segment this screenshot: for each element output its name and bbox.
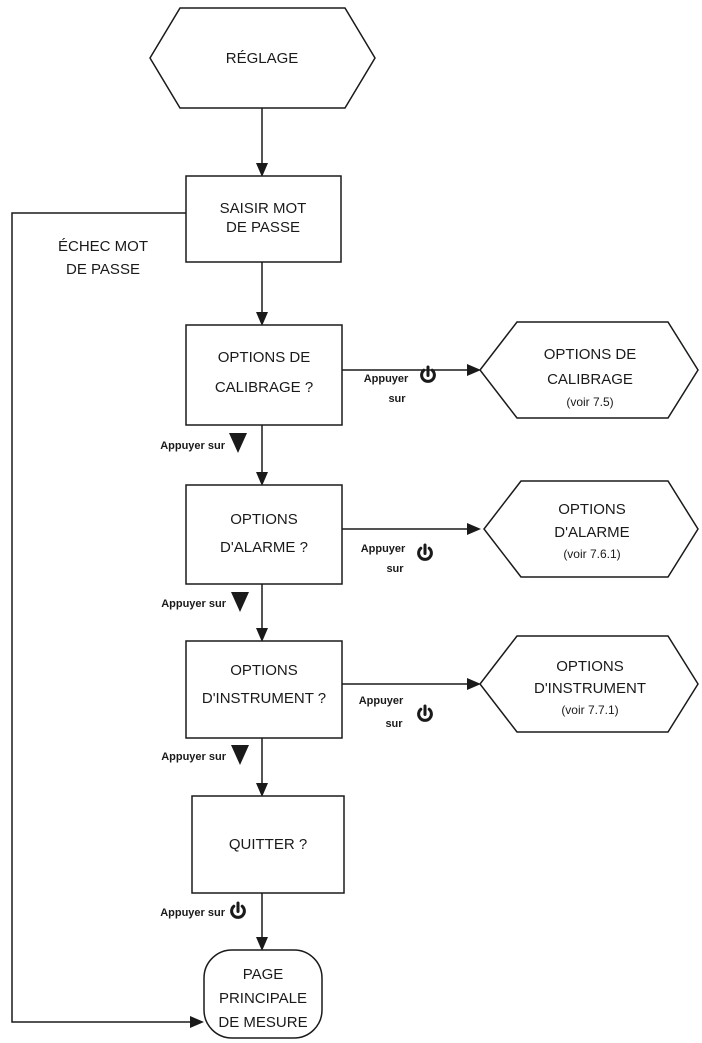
power-icon: [417, 704, 433, 722]
echec-line-2: DE PASSE: [66, 261, 140, 278]
echec-mot-de-passe-label: ÉCHEC MOT DE PASSE: [58, 238, 148, 278]
arrowhead-alarm: [256, 472, 268, 486]
press-power-label-quitter: Appuyer sur: [160, 901, 246, 919]
node-page-line-1: PAGE: [243, 966, 284, 983]
power-icon: [230, 901, 246, 919]
node-calib-opt-ref: (voir 7.5): [566, 395, 613, 409]
node-reglage-label: RÉGLAGE: [226, 50, 299, 67]
node-alarm-opt-line-1: OPTIONS: [558, 501, 626, 518]
node-page-line-3: DE MESURE: [218, 1014, 307, 1031]
press-power-label-alarme: Appuyer sur: [361, 543, 433, 575]
press-power-instr-line-2: sur: [385, 718, 403, 730]
press-down-label-3: Appuyer sur: [161, 745, 249, 765]
press-power-calib-line-2: sur: [388, 393, 406, 405]
arrowhead-page: [256, 937, 268, 951]
node-page-principale-de-mesure: PAGE PRINCIPALE DE MESURE: [203, 949, 323, 1039]
press-power-instr-line-1: Appuyer: [359, 695, 404, 707]
power-icon: [417, 543, 433, 561]
arrowhead-alarm-option: [467, 523, 481, 535]
node-instr-q-line-1: OPTIONS: [230, 662, 298, 679]
power-icon: [420, 365, 436, 383]
node-quitter-question: QUITTER ?: [191, 795, 345, 894]
arrowhead-calib-option: [467, 364, 481, 376]
arrowhead-calib: [256, 312, 268, 326]
node-instr-q-line-2: D'INSTRUMENT ?: [202, 690, 326, 707]
node-calib-q-line-1: OPTIONS DE: [218, 349, 311, 366]
arrowhead-quitter: [256, 783, 268, 797]
connector-echec-loop: [11, 212, 192, 1023]
node-alarm-q-line-2: D'ALARME ?: [220, 539, 308, 556]
node-saisir-mot-de-passe: SAISIR MOT DE PASSE: [185, 175, 342, 263]
node-options-instrument-question: OPTIONS D'INSTRUMENT ?: [185, 640, 343, 739]
node-options-calibrage-question: OPTIONS DE CALIBRAGE ?: [185, 324, 343, 426]
node-alarm-opt-line-2: D'ALARME: [554, 524, 629, 541]
node-instr-opt-ref: (voir 7.7.1): [561, 703, 618, 717]
press-down-label-2: Appuyer sur: [161, 592, 249, 612]
arrowheads: [190, 163, 481, 1028]
node-calib-opt-line-1: OPTIONS DE: [544, 346, 637, 363]
press-power-alarm-line-1: Appuyer: [361, 543, 406, 555]
connectors: [11, 108, 470, 1023]
down-triangle-icon: [229, 433, 247, 453]
arrowhead-instr: [256, 628, 268, 642]
down-triangle-icon: [231, 745, 249, 765]
arrowhead-echec-page: [190, 1016, 204, 1028]
node-instr-opt-line-1: OPTIONS: [556, 658, 624, 675]
press-power-label-calibrage: Appuyer sur: [364, 365, 436, 405]
press-down-label-2-text: Appuyer sur: [161, 598, 227, 610]
press-power-calib-line-1: Appuyer: [364, 373, 409, 385]
node-instr-opt-line-2: D'INSTRUMENT: [534, 680, 646, 697]
node-options-alarme-question: OPTIONS D'ALARME ?: [185, 484, 343, 585]
node-page-line-2: PRINCIPALE: [219, 990, 307, 1007]
node-options-instrument: OPTIONS D'INSTRUMENT (voir 7.7.1): [479, 635, 699, 733]
press-power-label-quitter-text: Appuyer sur: [160, 907, 226, 919]
arrowhead-saisir: [256, 163, 268, 177]
press-power-alarm-line-2: sur: [386, 563, 404, 575]
node-saisir-line-1: SAISIR MOT: [220, 200, 307, 217]
node-alarm-q-line-1: OPTIONS: [230, 511, 298, 528]
node-options-alarme: OPTIONS D'ALARME (voir 7.6.1): [483, 480, 699, 578]
node-calib-q-line-2: CALIBRAGE ?: [215, 379, 313, 396]
down-triangle-icon: [231, 592, 249, 612]
press-down-label-1: Appuyer sur: [160, 433, 247, 453]
node-options-calibrage: OPTIONS DE CALIBRAGE (voir 7.5): [479, 321, 699, 419]
press-power-label-instrument: Appuyer sur: [359, 695, 433, 730]
node-alarm-opt-ref: (voir 7.6.1): [563, 547, 620, 561]
node-reglage: RÉGLAGE: [149, 7, 376, 109]
echec-line-1: ÉCHEC MOT: [58, 238, 148, 255]
node-quitter-label: QUITTER ?: [229, 836, 307, 853]
node-calib-opt-line-2: CALIBRAGE: [547, 371, 633, 388]
press-down-label-1-text: Appuyer sur: [160, 440, 226, 452]
arrowhead-instr-option: [467, 678, 481, 690]
node-saisir-line-2: DE PASSE: [226, 219, 300, 236]
press-down-label-3-text: Appuyer sur: [161, 751, 227, 763]
